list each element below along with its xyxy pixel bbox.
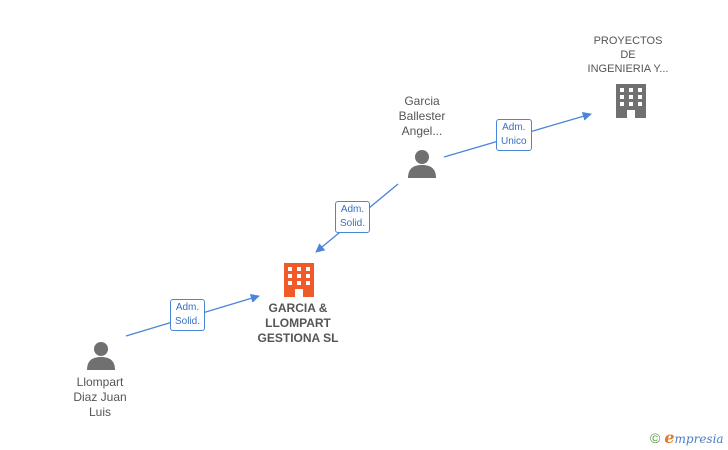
building-icon[interactable]	[616, 84, 646, 118]
brand-name: empresia	[664, 428, 723, 447]
label-line: Ballester	[398, 109, 446, 123]
node-label-proyectos[interactable]: PROYECTOS DE INGENIERIA Y...	[578, 34, 678, 76]
person-icon[interactable]	[87, 342, 115, 370]
edge-label-line: Adm.	[175, 302, 200, 313]
edge-label-line: Solid.	[175, 316, 201, 327]
node-label-garcia-ballester[interactable]: Garcia Ballester Angel...	[372, 94, 472, 139]
label-line: Angel...	[401, 124, 443, 138]
label-line: DE	[620, 49, 636, 61]
label-line: INGENIERIA Y...	[587, 63, 669, 75]
edge-label-adm-solid-lower: Adm. Solid.	[170, 299, 206, 331]
edge-label-line: Adm.	[502, 122, 526, 133]
label-line: Garcia	[404, 94, 440, 108]
label-line: PROYECTOS	[593, 35, 663, 47]
empresia-logo[interactable]: © empresia	[650, 428, 724, 447]
node-label-llompart-diaz[interactable]: Llompart Diaz Juan Luis	[50, 375, 150, 420]
copyright-symbol: ©	[650, 429, 661, 446]
label-line: Luis	[88, 405, 111, 419]
edge-label-line: Solid.	[340, 218, 366, 229]
node-label-garcia-llompart[interactable]: GARCIA & LLOMPART GESTIONA SL	[246, 301, 350, 346]
edge-label-line: Adm.	[340, 204, 365, 215]
label-line: LLOMPART	[265, 316, 331, 330]
brand-initial: e	[664, 428, 675, 447]
brand-name-rest: mpresia	[674, 432, 724, 446]
label-line: GARCIA &	[268, 301, 328, 315]
label-line: Llompart	[76, 375, 124, 389]
label-line: GESTIONA SL	[257, 331, 339, 345]
edge-label-adm-solid-upper: Adm. Solid.	[335, 201, 371, 233]
edge-label-adm-unico: Adm. Unico	[496, 119, 532, 151]
person-icon[interactable]	[408, 150, 436, 178]
edge-label-line: Unico	[501, 136, 527, 147]
building-icon[interactable]	[284, 263, 314, 297]
label-line: Diaz Juan	[73, 390, 127, 404]
